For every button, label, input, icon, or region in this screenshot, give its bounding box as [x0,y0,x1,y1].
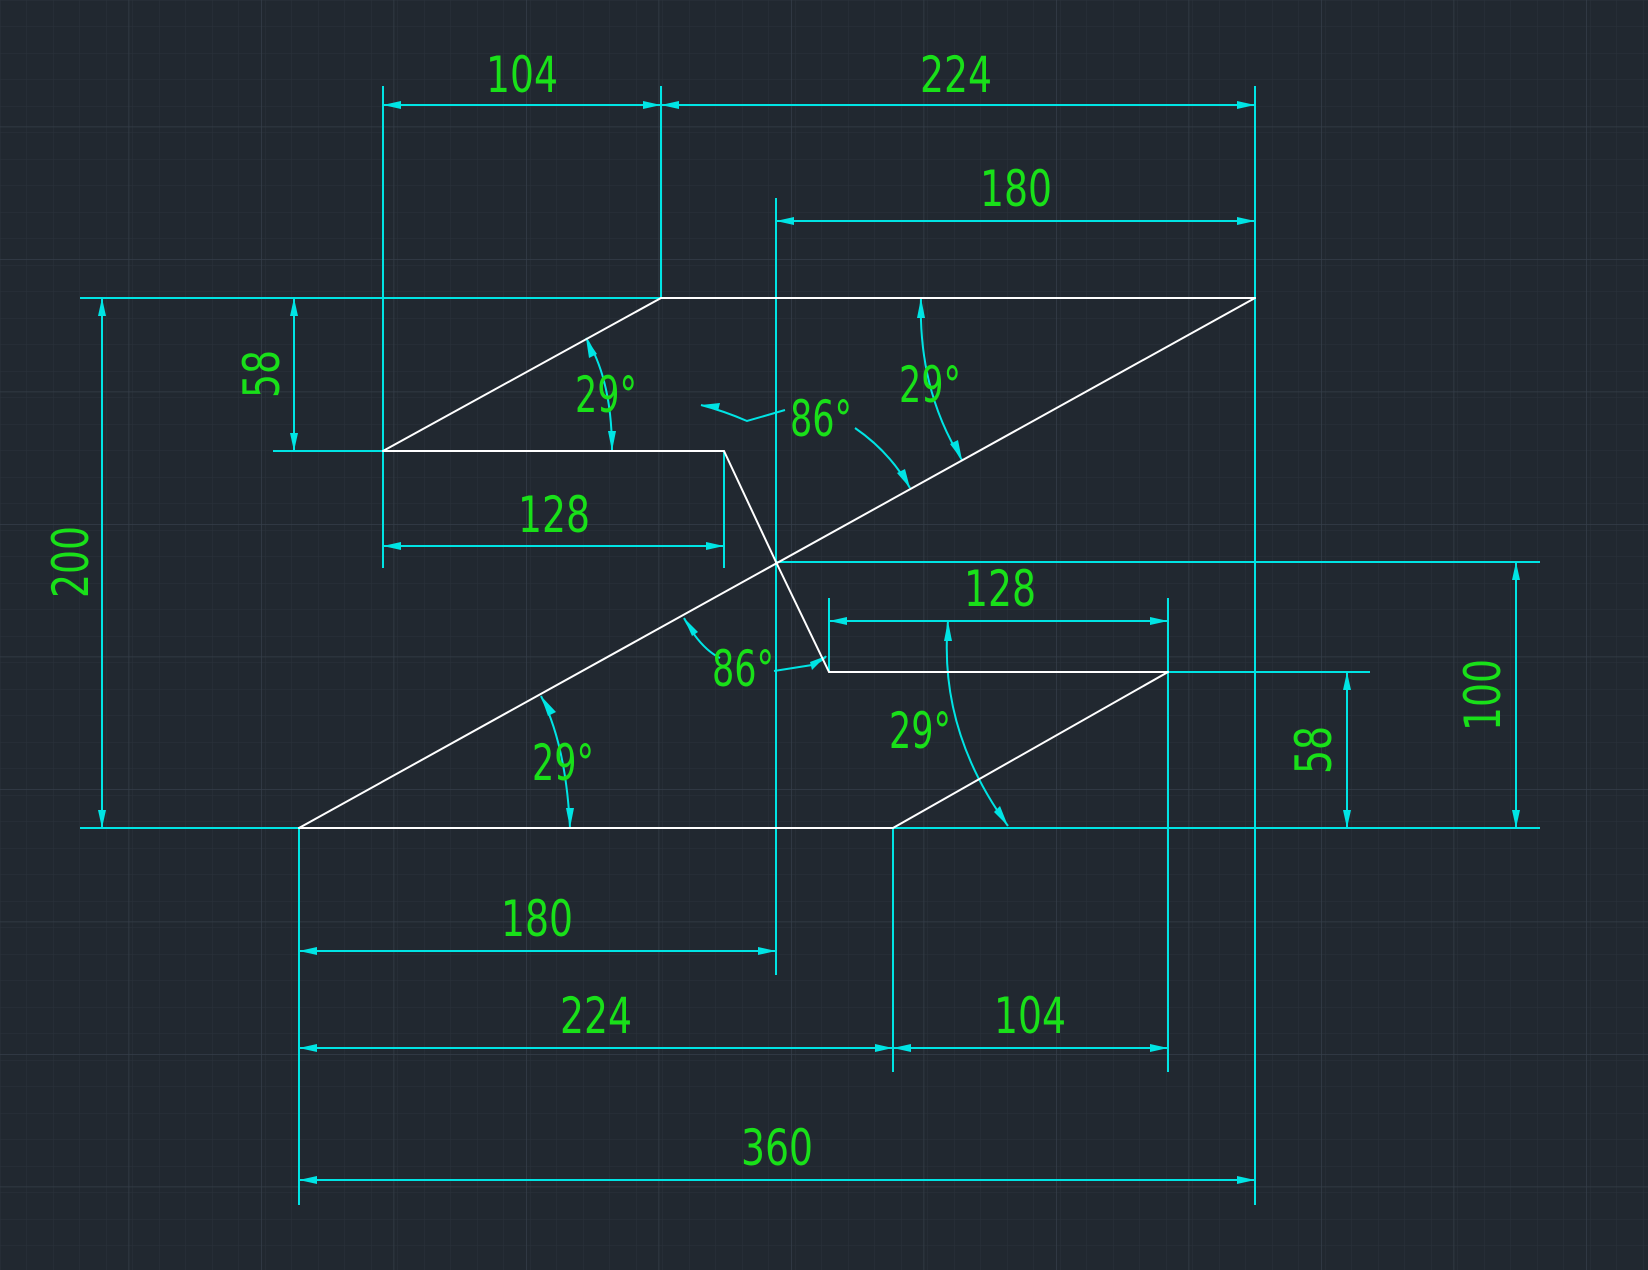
angle-upper-right-29: 29° [899,356,961,414]
dim-left-58: 58 [233,350,291,398]
dim-bottom-180: 180 [501,890,573,948]
dim-top-180: 180 [980,160,1052,218]
dim-mid-128-lower: 128 [964,560,1036,618]
angle-lower-right-29: 29° [889,702,951,760]
dim-mid-128-upper: 128 [518,486,590,544]
angle-lower-86: 86° [712,640,774,698]
dimension-arrows [98,101,1520,1184]
angle-upper-left-29: 29° [575,366,637,424]
dim-bottom-360: 360 [741,1119,813,1177]
dim-top-224: 224 [920,46,992,104]
dim-left-200: 200 [42,526,100,598]
dimension-texts: 104 224 180 58 200 128 128 58 100 180 22… [42,46,1512,1177]
dim-right-100: 100 [1454,659,1512,731]
angle-upper-86: 86° [790,390,852,448]
dim-top-104: 104 [486,46,558,104]
part-outline [298,297,1256,829]
dim-bottom-224: 224 [560,987,632,1045]
angle-lower-left-29: 29° [532,734,594,792]
dim-right-58: 58 [1285,726,1343,774]
dim-bottom-104: 104 [994,987,1066,1045]
